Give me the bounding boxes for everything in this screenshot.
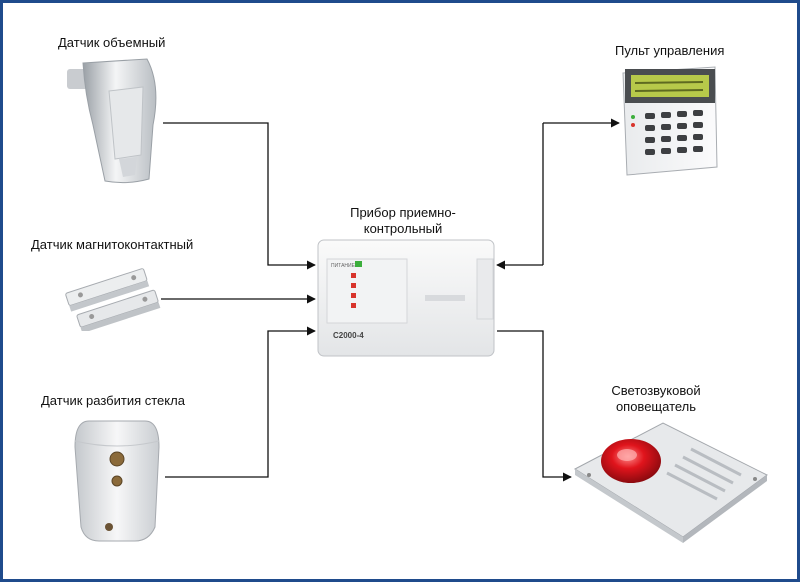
control-panel-icon xyxy=(622,66,718,176)
controller-unit: ПИТАНИЕ С2000-4 xyxy=(317,239,495,357)
siren-label-line1: Светозвуковой xyxy=(611,383,701,398)
wire-controller-to-siren xyxy=(497,330,572,482)
wire-motion-to-controller xyxy=(163,122,316,270)
siren-label: Светозвуковой оповещатель xyxy=(591,383,721,415)
controller-model-label: С2000-4 xyxy=(333,331,364,340)
connection-lines xyxy=(161,118,620,482)
controller-label: Прибор приемно- контрольный xyxy=(343,205,463,237)
siren-icon xyxy=(573,422,768,543)
wire-glass-to-controller xyxy=(165,326,316,478)
controller-body-icon: ПИТАНИЕ xyxy=(317,239,495,357)
control-panel-label: Пульт управления xyxy=(615,43,725,58)
motion-sensor-icon xyxy=(67,58,157,184)
controller-label-line2: контрольный xyxy=(363,221,443,236)
glass-sensor-label: Датчик разбития стекла xyxy=(41,393,185,408)
magnetic-sensor-label: Датчик магнитоконтактный xyxy=(31,237,194,252)
magnetic-sensor-icon xyxy=(65,268,161,331)
glass-sensor-icon xyxy=(74,420,160,542)
siren-label-line2: оповещатель xyxy=(615,399,697,414)
svg-text:ПИТАНИЕ: ПИТАНИЕ xyxy=(331,263,356,269)
controller-label-line1: Прибор приемно- xyxy=(350,205,456,220)
motion-sensor-label: Датчик объемный xyxy=(58,35,166,50)
